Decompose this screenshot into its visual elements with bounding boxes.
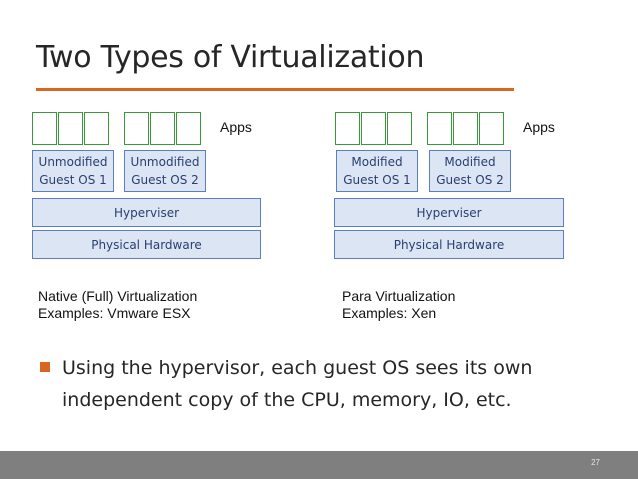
app-box [150,112,175,145]
caption-title: Native (Full) Virtualization [38,288,198,304]
app-box [427,112,452,145]
caption-examples: Examples: Vmware ESX [38,305,191,321]
bullet-text: Using the hypervisor, each guest OS sees… [62,357,533,411]
diagram-caption: Para Virtualization Examples: Xen [342,288,455,322]
guest-os-box: Unmodified Guest OS 2 [124,150,206,192]
guest-os-box: Modified Guest OS 2 [429,150,511,192]
slide-title: Two Types of Virtualization [36,40,425,75]
page-number: 27 [591,458,600,467]
title-underline [36,88,514,91]
bullet-square-icon [40,362,50,372]
hypervisor-layer: Hyperviser [334,198,564,227]
app-box [176,112,201,145]
app-box [361,112,386,145]
caption-title: Para Virtualization [342,288,456,304]
guest-os-box: Modified Guest OS 1 [336,150,418,192]
caption-examples: Examples: Xen [342,305,437,321]
diagram-caption: Native (Full) Virtualization Examples: V… [38,288,197,322]
app-box [58,112,83,145]
app-box [84,112,109,145]
guest-os-box: Unmodified Guest OS 1 [32,150,114,192]
hardware-layer: Physical Hardware [32,230,261,259]
apps-label: Apps [523,119,555,135]
apps-label: Apps [220,119,252,135]
app-box [124,112,149,145]
app-box [32,112,57,145]
app-box [335,112,360,145]
hardware-layer: Physical Hardware [334,230,564,259]
app-box [479,112,504,145]
app-box [387,112,412,145]
app-box [453,112,478,145]
hypervisor-layer: Hyperviser [32,198,261,227]
footer-bar: 27 [0,451,638,479]
